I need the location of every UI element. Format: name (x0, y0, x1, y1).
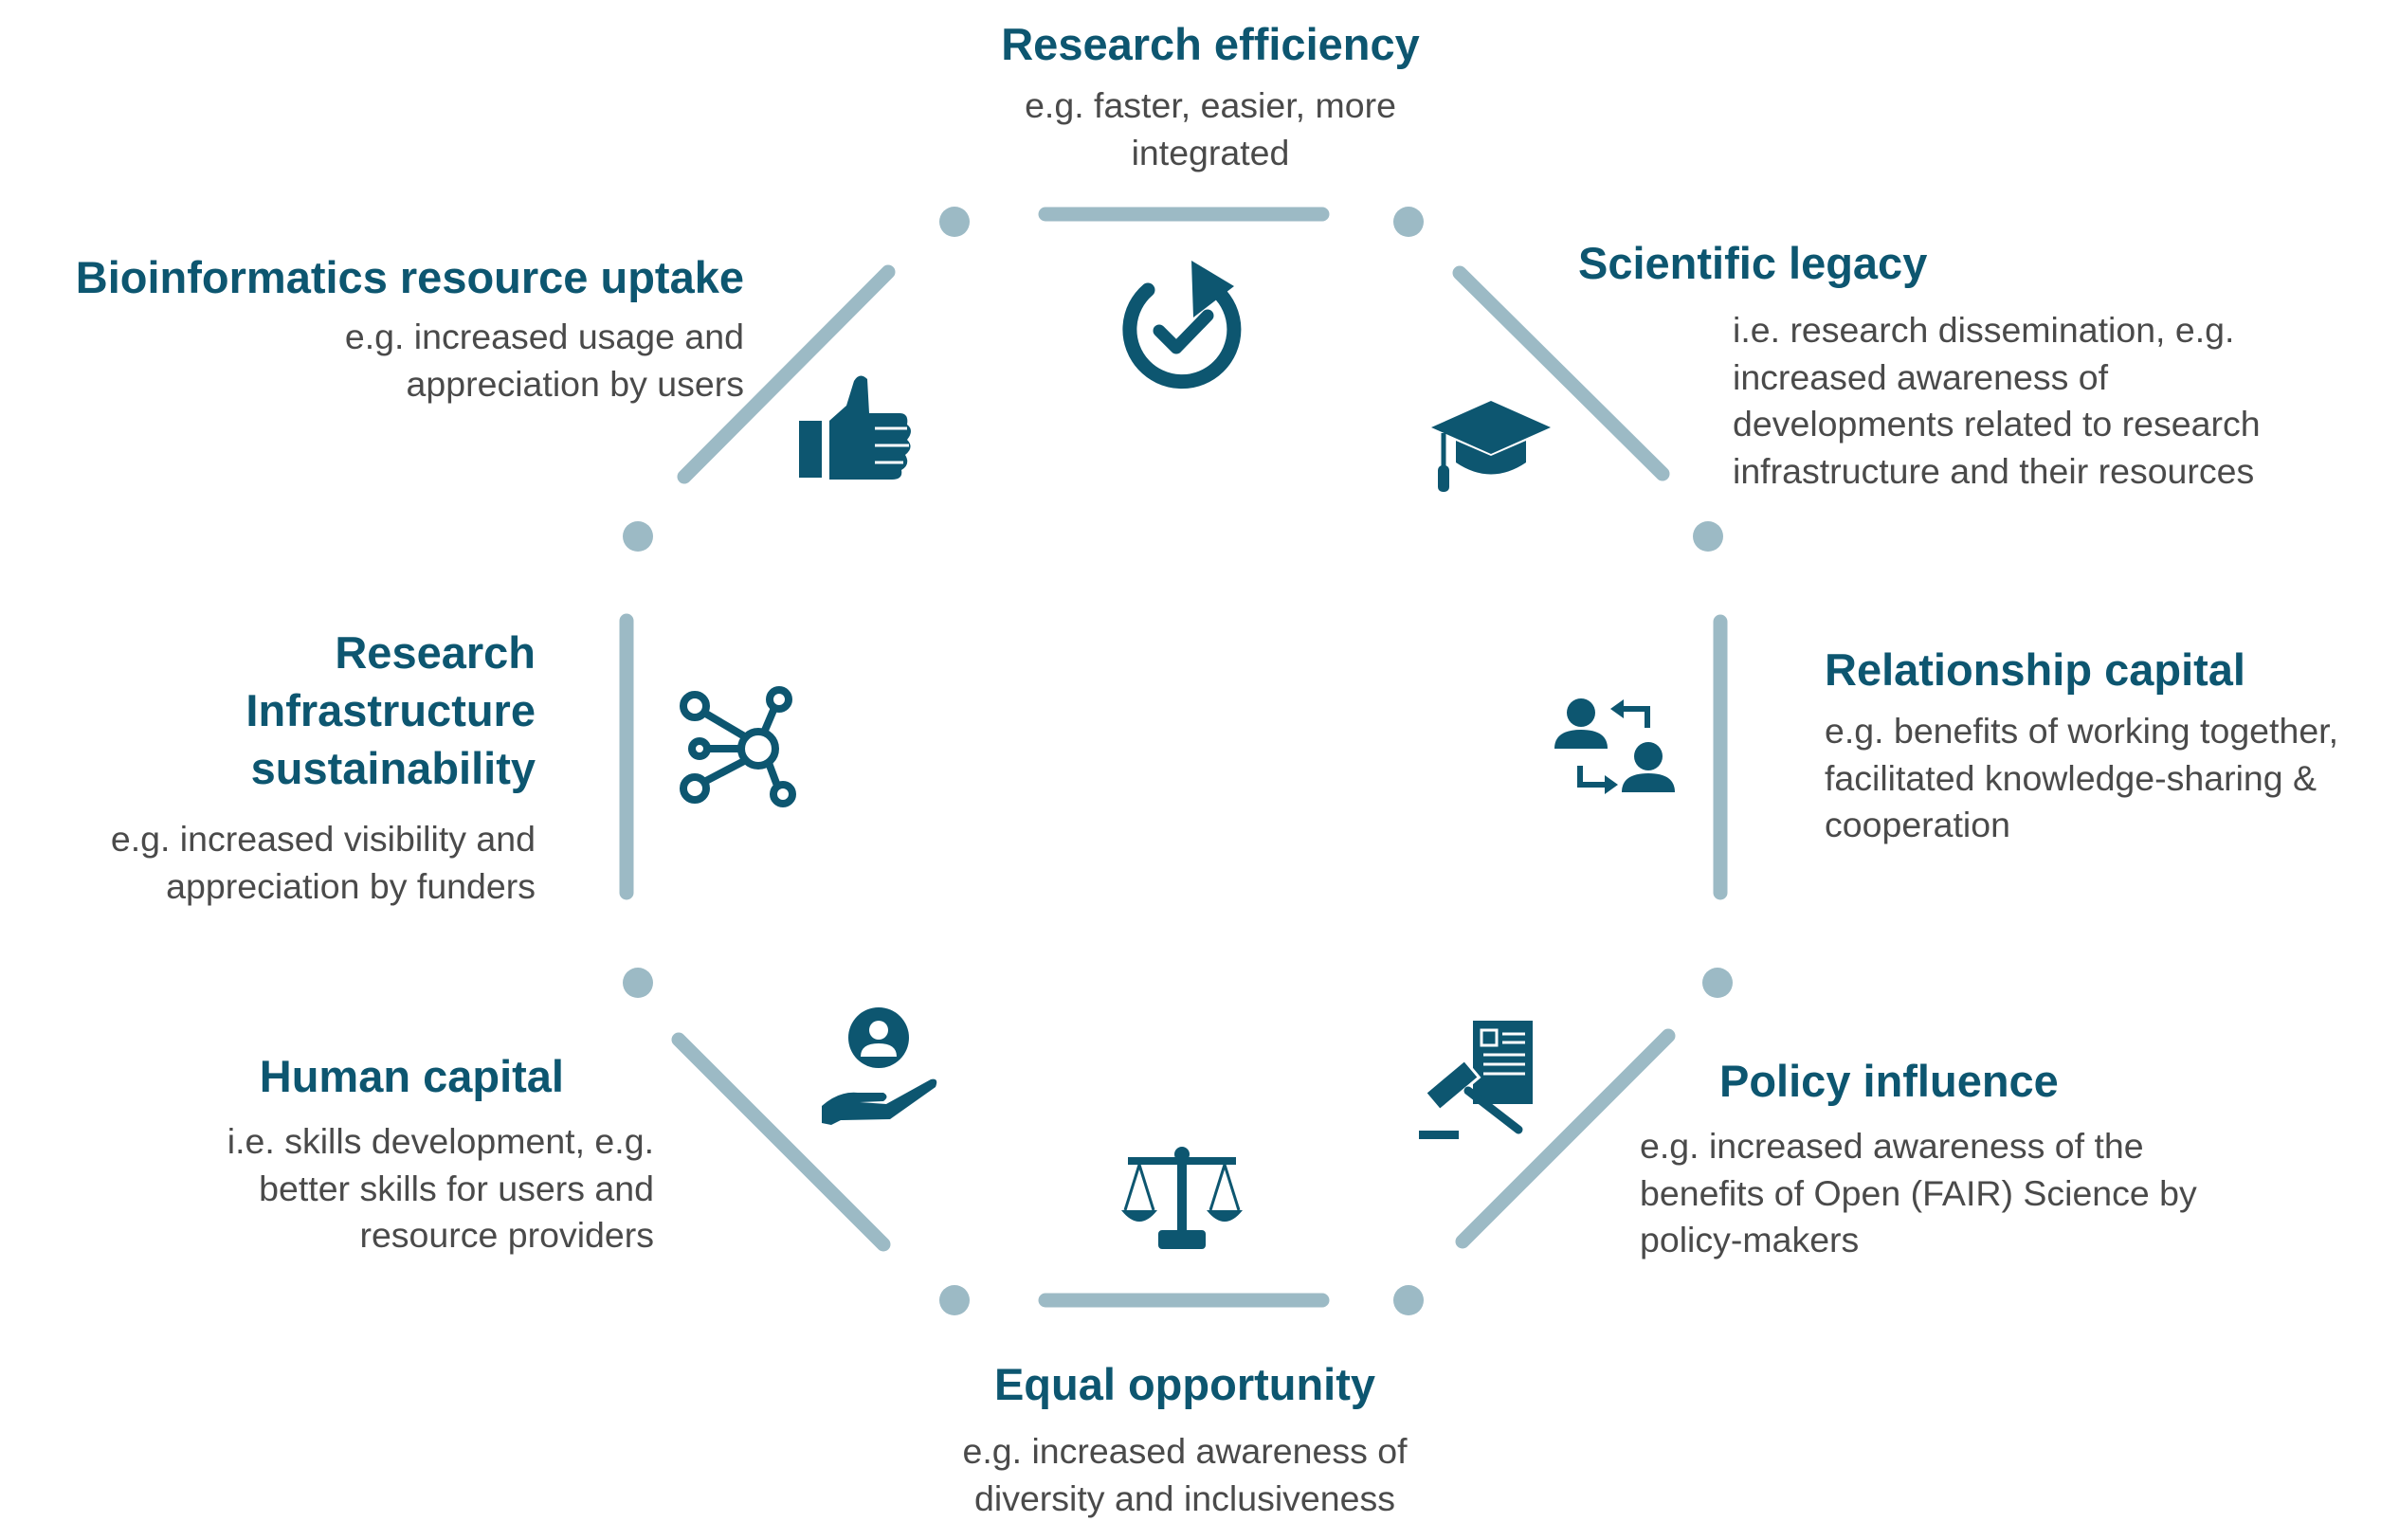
outcome-description: e.g. increased awareness of the benefits… (1640, 1126, 2197, 1259)
octagon-vertex (939, 1285, 970, 1315)
outcome-description: e.g. increased usage and appreciation by… (344, 317, 744, 404)
people-exchange-icon (1554, 698, 1675, 794)
outcome-description: e.g. faster, easier, more integrated (1025, 85, 1396, 172)
outcome-description: i.e. skills development, e.g. better ski… (227, 1121, 654, 1255)
octagon-vertex (1393, 1285, 1424, 1315)
octagon-vertex (1393, 207, 1424, 237)
outcome-description: e.g. increased visibility and appreciati… (110, 819, 536, 906)
outcome-policy-influence: Policy influence e.g. increased awarenes… (1640, 1052, 2284, 1264)
octagon-edge-bottom-left (671, 1032, 891, 1252)
outcome-title: Bioinformatics resource uptake (75, 252, 744, 302)
outcome-equal-opportunity: Equal opportunity e.g. increased awarene… (929, 1355, 1441, 1522)
octagon-vertex (1702, 968, 1733, 998)
outcome-title: Human capital (259, 1051, 564, 1101)
outcome-description: e.g. benefits of working together, facil… (1825, 711, 2339, 844)
outcome-title: Policy influence (1719, 1056, 2059, 1106)
octagon-vertex (623, 521, 653, 552)
octagon-vertex (623, 968, 653, 998)
graduation-cap-icon (1431, 401, 1551, 492)
outcome-description: e.g. increased awareness of diversity an… (962, 1431, 1408, 1518)
refresh-check-icon (1122, 261, 1242, 390)
hand-person-icon (822, 1007, 937, 1125)
balance-scale-icon (1121, 1147, 1243, 1249)
outcome-title: Scientific legacy (1578, 238, 1928, 288)
octagon-edge-top-right (1452, 265, 1670, 481)
gavel-document-icon (1419, 1021, 1533, 1139)
octagon-edge-top-left (677, 264, 896, 484)
outcome-human-capital: Human capital i.e. skills development, e… (152, 1047, 654, 1259)
outcome-description: i.e. research dissemination, e.g. increa… (1733, 310, 2261, 491)
outcome-title: Equal opportunity (993, 1359, 1376, 1409)
outcome-resource-uptake: Bioinformatics resource uptake e.g. incr… (57, 248, 744, 408)
octagon-vertex (1693, 521, 1723, 552)
outcome-scientific-legacy: Scientific legacy i.e. research dissemin… (1578, 234, 2261, 495)
outcome-title: Research Infrastructure sustainability (245, 627, 536, 793)
outcome-title: Relationship capital (1825, 644, 2245, 695)
octagon-edges (619, 207, 1728, 1308)
outcome-relationship-capital: Relationship capital e.g. benefits of wo… (1825, 641, 2384, 849)
thumbs-up-icon (799, 375, 911, 480)
octagon-vertex (939, 207, 970, 237)
outcome-ri-sustainability: Research Infrastructure sustainability e… (38, 624, 536, 910)
outcome-title: Research efficiency (1001, 19, 1420, 69)
octagon-vertices (623, 207, 1733, 1315)
octagon-edge-bottom-right (1455, 1028, 1676, 1249)
network-hub-icon (680, 686, 796, 807)
outcome-research-efficiency: Research efficiency e.g. faster, easier,… (992, 15, 1428, 176)
